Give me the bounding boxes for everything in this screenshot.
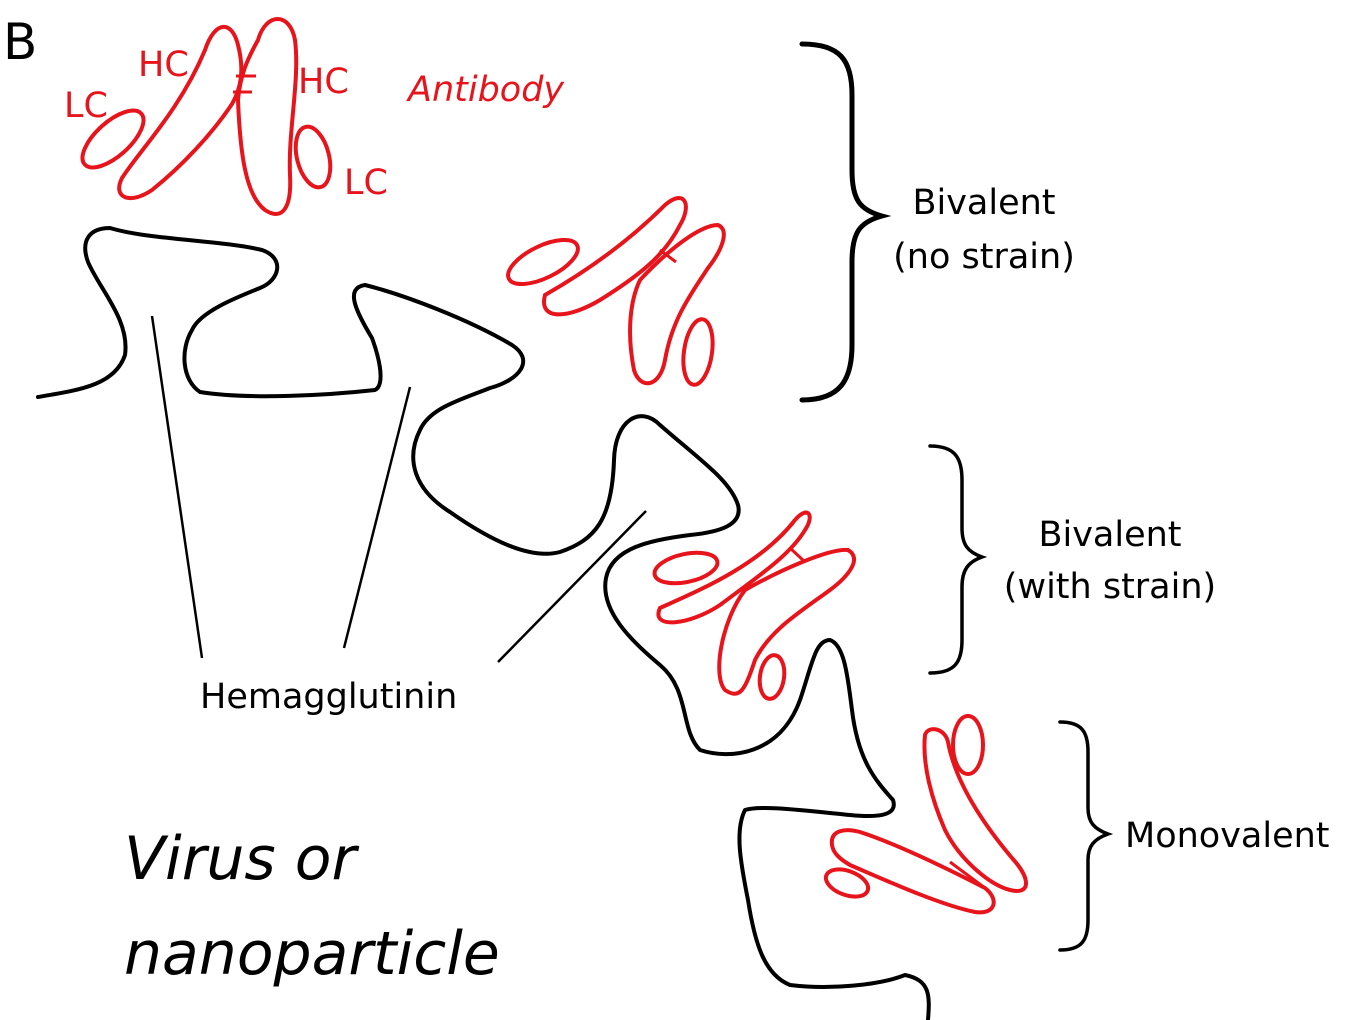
hemagglutinin-pointer-1 (150, 315, 204, 659)
panel-letter: B (3, 13, 38, 71)
antibody-label: Antibody (408, 70, 565, 110)
monovalent-label: Monovalent (1125, 816, 1330, 856)
brace-bivalent-with-strain (928, 444, 988, 675)
brace-monovalent (1058, 720, 1114, 952)
antibody2-light-chain-right (681, 317, 715, 387)
antibody-bivalent-with-strain (652, 510, 856, 701)
antibody-free-light-chain-left (80, 108, 146, 170)
antibody-bivalent-no-strain (506, 196, 726, 387)
antibody2-light-chain-left (506, 237, 580, 287)
hemagglutinin-pointer-2 (342, 386, 412, 649)
antibody4-disulfide-bond (949, 860, 986, 890)
bivalent-no-strain-label-line1: Bivalent (912, 183, 1056, 223)
heavy-chain-label-left: HC (138, 45, 189, 85)
hemagglutinin-pointer-3 (497, 510, 647, 663)
antibody4-light-chain-top (951, 714, 985, 776)
antibody2-heavy-chain-left (542, 196, 688, 317)
hemagglutinin-label: Hemagglutinin (200, 677, 458, 717)
brace-bivalent-no-strain (799, 41, 892, 403)
antibody4-light-chain-bottom (823, 867, 871, 899)
antibody3-disulfide-bond (788, 546, 807, 564)
surface-label-line1: Virus or (124, 824, 357, 894)
heavy-chain-label-right: HC (298, 62, 349, 102)
antibody3-light-chain-left (652, 550, 720, 586)
antibody3-heavy-chain-left (656, 510, 812, 625)
bivalent-with-strain-label-line2: (with strain) (1003, 567, 1217, 607)
bivalent-with-strain-label-line1: Bivalent (1038, 515, 1182, 555)
antibody2-disulfide-bond (659, 248, 677, 264)
bivalent-no-strain-label-line2: (no strain) (893, 237, 1075, 277)
antibody2-heavy-chain-right (628, 222, 726, 386)
antibody4-heavy-chain-lower (829, 828, 996, 915)
antibody4-heavy-chain-upper (922, 727, 1028, 893)
antibody-free-light-chain-right (293, 124, 333, 190)
antibody-monovalent (823, 714, 1028, 915)
antibody3-light-chain-right (757, 653, 787, 701)
light-chain-label-right: LC (344, 163, 388, 203)
antibody-free (80, 17, 333, 216)
light-chain-label-left: LC (64, 86, 108, 126)
antibody-free-heavy-chain-right (235, 17, 299, 216)
virus-surface-outline (36, 226, 931, 1020)
surface-label-line2: nanoparticle (124, 919, 500, 989)
antibody3-heavy-chain-right (717, 547, 856, 696)
antibody-free-heavy-chain-left (117, 24, 244, 200)
